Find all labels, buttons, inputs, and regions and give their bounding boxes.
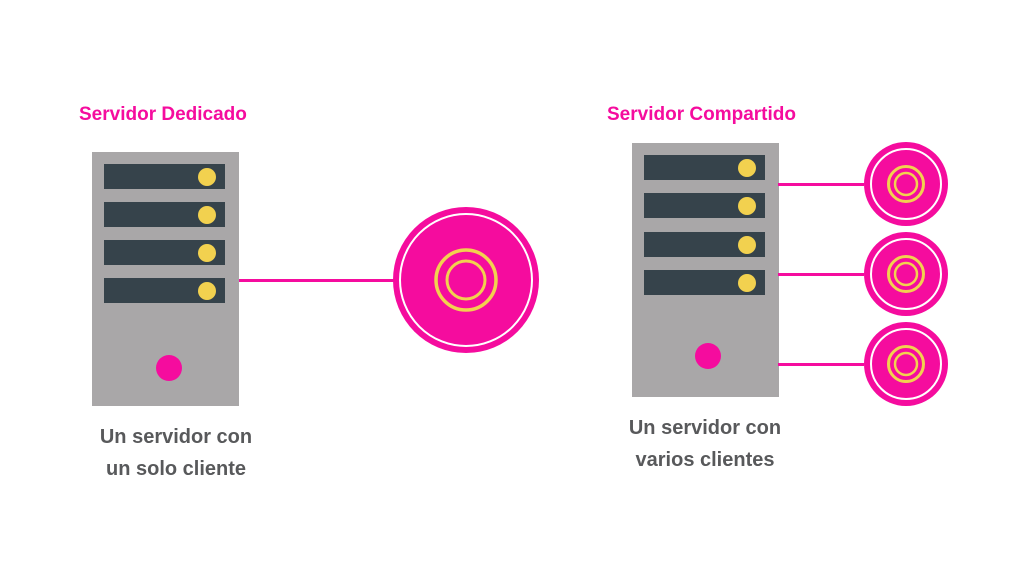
client-icon — [864, 232, 948, 316]
connection-line — [778, 363, 864, 366]
power-button-icon — [695, 343, 721, 369]
led-indicator-icon — [738, 235, 756, 254]
single-client-icon — [393, 207, 539, 353]
shared-caption-line-2: varios clientes — [635, 449, 775, 471]
led-indicator-icon — [198, 167, 216, 186]
shared-caption: Un servidor con varios clientes — [595, 412, 815, 476]
server-slot — [644, 232, 765, 257]
shared-section-title: Servidor Compartido — [607, 104, 796, 125]
connection-line — [239, 279, 395, 282]
dedicated-caption: Un servidor con un solo cliente — [66, 421, 286, 485]
server-slot — [104, 240, 225, 265]
server-slot — [644, 155, 765, 180]
server-slot — [644, 270, 765, 295]
dedicated-server-icon — [92, 152, 239, 406]
led-indicator-icon — [738, 273, 756, 292]
client-icon — [864, 142, 948, 226]
server-slot — [104, 278, 225, 303]
dedicated-section-title: Servidor Dedicado — [79, 104, 247, 125]
power-button-icon — [156, 355, 182, 381]
shared-caption-line-1: Un servidor con — [628, 417, 782, 439]
server-slot — [104, 164, 225, 189]
server-slot — [644, 193, 765, 218]
led-indicator-icon — [738, 158, 756, 177]
client-icon — [864, 322, 948, 406]
led-indicator-icon — [738, 196, 756, 215]
dedicated-caption-line-1: Un servidor con — [99, 426, 253, 448]
led-indicator-icon — [198, 281, 216, 300]
led-indicator-icon — [198, 205, 216, 224]
dedicated-caption-line-2: un solo cliente — [105, 458, 247, 480]
connection-line — [778, 273, 864, 276]
server-slot — [104, 202, 225, 227]
led-indicator-icon — [198, 243, 216, 262]
connection-line — [778, 183, 864, 186]
shared-server-icon — [632, 143, 779, 397]
